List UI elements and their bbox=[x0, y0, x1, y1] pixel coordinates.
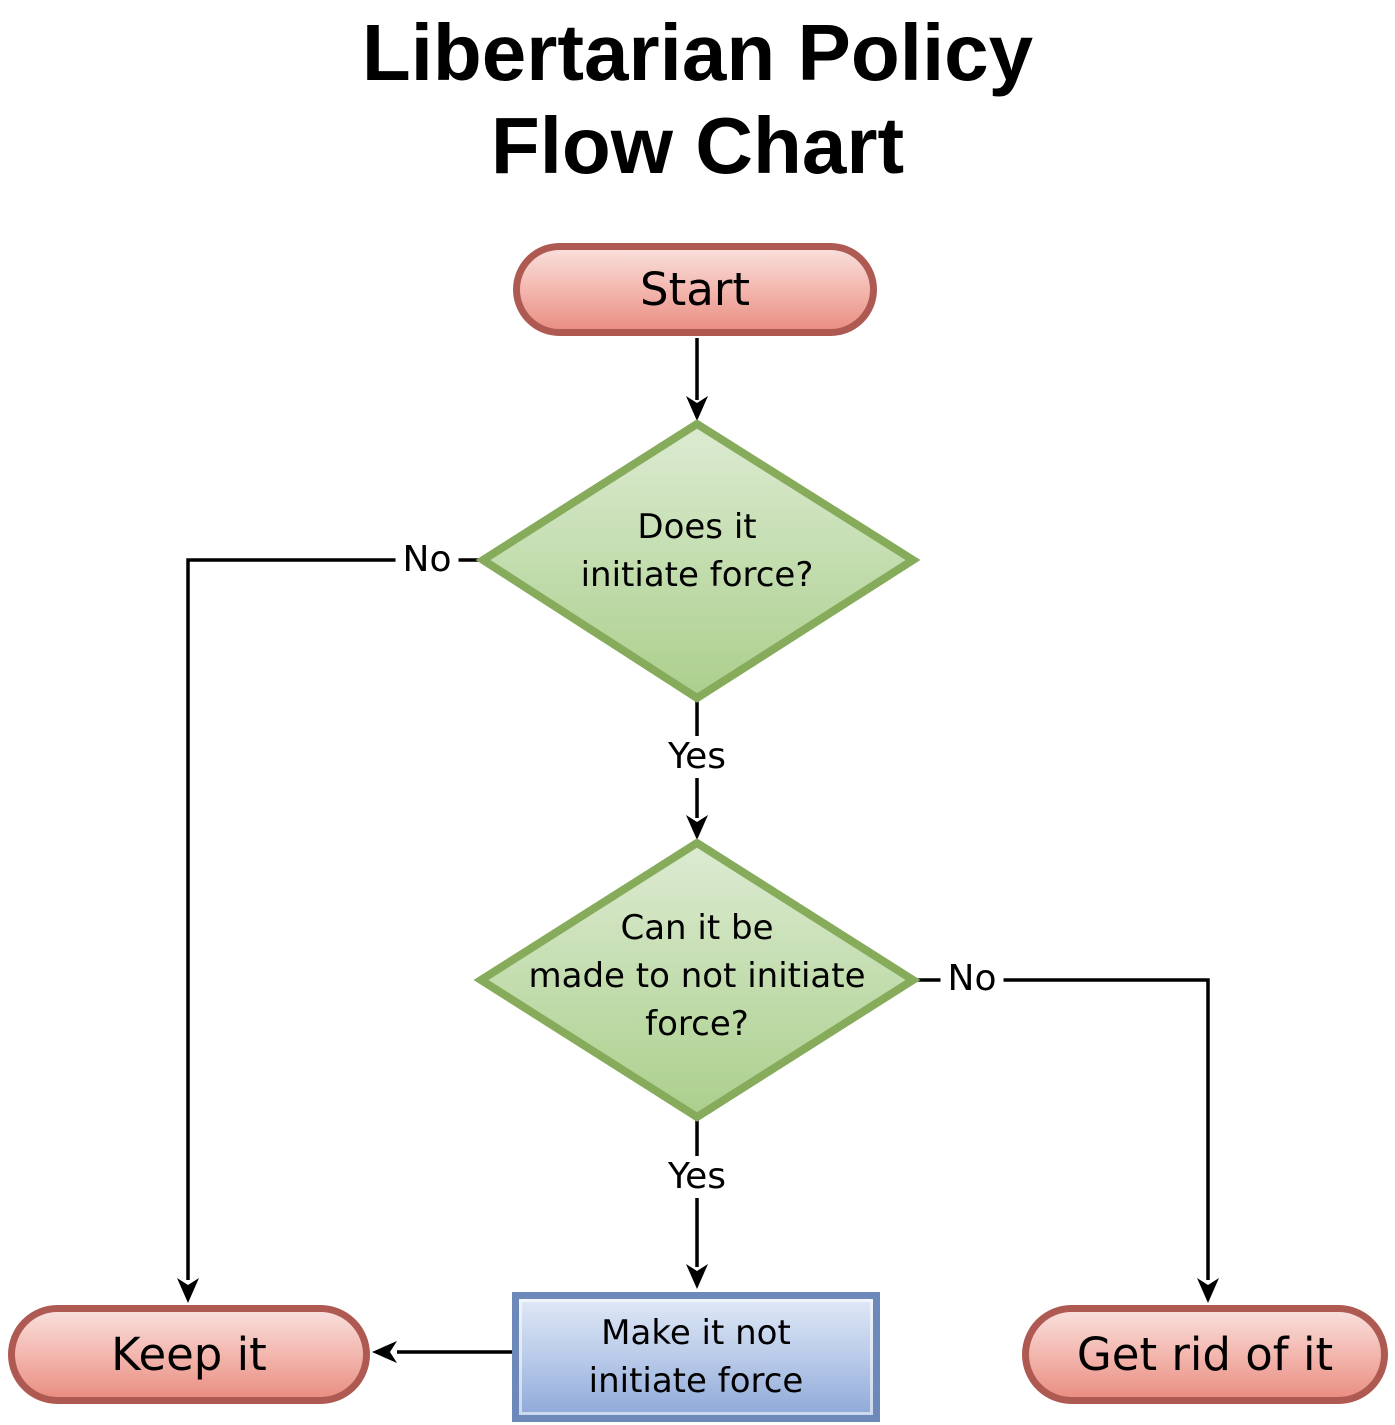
arrowhead-to-discard bbox=[1197, 1278, 1219, 1303]
chart-title-line1: Libertarian Policy bbox=[361, 8, 1034, 97]
connector-decision1-no bbox=[186, 558, 483, 1280]
chart-title-line2: Flow Chart bbox=[490, 101, 905, 190]
arrowhead-to-process bbox=[686, 1264, 708, 1289]
process-node-label: Make it not initiate force bbox=[588, 1313, 804, 1401]
decision2-diamond bbox=[473, 838, 921, 1122]
decision2-label: Can it be made to not initiate force? bbox=[528, 908, 866, 1044]
arrowhead-to-decision2 bbox=[686, 815, 708, 840]
start-node: Start bbox=[513, 243, 877, 336]
discard-node-label: Get rid of it bbox=[1076, 1328, 1334, 1381]
decision1-diamond bbox=[475, 419, 921, 703]
connector-decision2-no bbox=[913, 978, 1210, 1280]
start-node-label: Start bbox=[640, 263, 750, 316]
decision2-no-label: No bbox=[940, 958, 1004, 1000]
keep-node-label: Keep it bbox=[111, 1328, 267, 1381]
keep-node: Keep it bbox=[8, 1305, 370, 1404]
decision2-yes-label: Yes bbox=[660, 1156, 734, 1198]
decision1-no-label: No bbox=[395, 539, 459, 581]
chart-title: Libertarian Policy Flow Chart bbox=[0, 6, 1395, 192]
decision1-yes-label: Yes bbox=[660, 736, 734, 778]
decision1-label: Does it initiate force? bbox=[580, 507, 814, 595]
arrowhead-to-keep-right bbox=[372, 1341, 397, 1363]
arrowhead-to-keep-top bbox=[177, 1278, 199, 1303]
discard-node: Get rid of it bbox=[1022, 1305, 1388, 1404]
arrowhead-to-decision1 bbox=[686, 396, 708, 421]
process-node: Make it not initiate force bbox=[512, 1292, 880, 1422]
